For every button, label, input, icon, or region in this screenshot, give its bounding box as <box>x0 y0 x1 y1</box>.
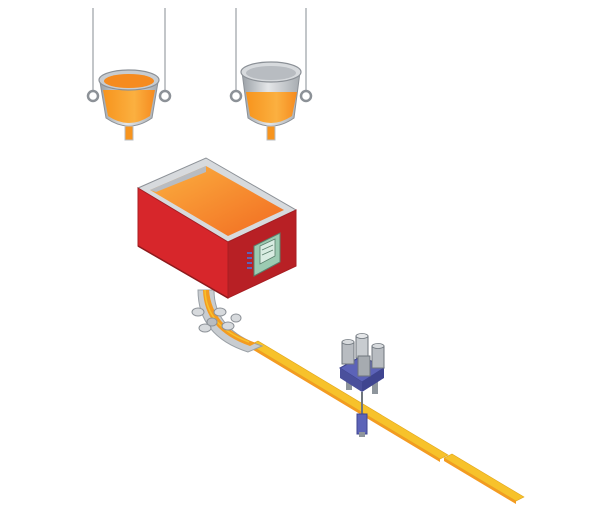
tundish <box>136 157 298 299</box>
ladle-right-hook-right <box>299 89 313 103</box>
ladle-left-nozzle <box>124 125 134 141</box>
guide-roll <box>206 317 218 327</box>
ladle-left-molten-fill <box>103 90 155 123</box>
ladle-right <box>229 8 313 141</box>
steel-slab <box>249 340 525 504</box>
panel-screen-line <box>261 244 274 251</box>
ladle-left-hook-right <box>158 89 172 103</box>
machine-torch-tip <box>359 432 365 437</box>
machine-cylinders <box>341 333 385 377</box>
machine-blue-base-side <box>362 368 384 392</box>
guide-roll <box>191 307 205 317</box>
machine-cylinder <box>341 341 355 365</box>
tundish-inner-wall <box>150 166 206 192</box>
guide-roll-group <box>191 307 242 333</box>
ladle-left-hook-left <box>86 89 100 103</box>
machine-cylinder <box>371 345 385 369</box>
cutting-torch-machine <box>339 333 385 437</box>
slab-segment-2-edge <box>444 458 516 504</box>
control-panel <box>247 232 281 277</box>
ladle-left <box>86 8 172 141</box>
guide-roll <box>198 323 212 333</box>
machine-cylinder-top <box>355 333 369 339</box>
machine-blue-base <box>340 368 362 392</box>
strand-guide-rolls <box>191 289 264 353</box>
panel-button <box>247 262 252 264</box>
guide-roll <box>221 321 235 331</box>
ladle-right-nozzle <box>266 125 276 141</box>
panel-screen-line <box>261 249 274 256</box>
ladle-right-inner <box>246 66 296 80</box>
machine-cylinder <box>357 355 371 377</box>
machine-cylinder-top <box>371 343 385 349</box>
machine-cylinder-top <box>341 339 355 345</box>
ladle-left-molten-surface <box>104 74 154 88</box>
slab-segment-1-edge <box>250 345 440 462</box>
panel-screen <box>259 238 276 265</box>
panel-button <box>247 267 252 269</box>
strand-curve-shell <box>197 289 264 353</box>
ladle-right-molten-fill <box>246 92 297 123</box>
panel-buttons <box>247 252 252 269</box>
guide-roll <box>213 307 227 317</box>
machine-torch-head <box>356 413 368 435</box>
tundish-front-bottom-line <box>137 245 229 299</box>
guide-roll <box>230 313 242 323</box>
panel-button <box>247 257 252 259</box>
machine-cylinder <box>355 335 369 359</box>
slab-segment-2 <box>443 453 525 502</box>
panel-button <box>247 252 252 254</box>
tundish-molten-pool <box>150 166 284 236</box>
ladle-right-hook-left <box>229 89 243 103</box>
